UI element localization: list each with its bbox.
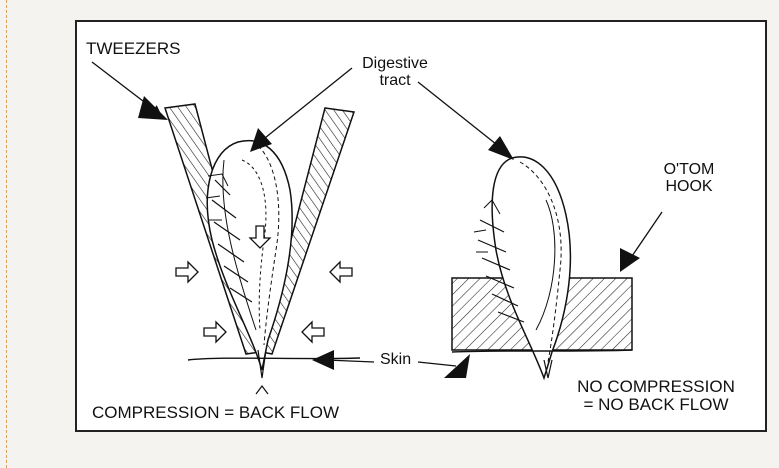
tick-left <box>205 140 293 371</box>
pointer-skin-left-head <box>312 350 334 370</box>
caption-no-compression-line2: = NO BACK FLOW <box>583 394 729 414</box>
arrow-left-icon <box>329 260 353 284</box>
pointer-digestive-right-head <box>488 136 514 160</box>
arrow-right-icon <box>203 320 227 344</box>
pointer-tweezers-head <box>138 96 168 120</box>
pointer-skin-right <box>417 361 457 367</box>
pointer-digestive-left-head <box>250 128 272 152</box>
pointer-otom <box>627 211 663 263</box>
label-digestive-line2: tract <box>379 71 411 89</box>
skin-line-right <box>451 349 633 353</box>
label-skin: Skin <box>380 351 412 368</box>
label-digestive-line1: Digestive <box>362 55 428 72</box>
label-tweezers: TWEEZERS <box>86 39 181 58</box>
pointer-digestive-left <box>259 67 353 143</box>
label-digestive-tract: Digestive tract <box>350 55 440 90</box>
caption-no-compression-line1: NO COMPRESSION <box>577 377 735 396</box>
pointer-skin-right-head <box>444 354 470 378</box>
diagram-panel <box>75 20 767 432</box>
label-otom-line2: HOOK <box>665 177 713 195</box>
pointer-digestive-right <box>417 81 507 153</box>
pointer-otom-head <box>620 248 640 272</box>
caption-compression: COMPRESSION = BACK FLOW <box>92 403 340 422</box>
backflow-caret <box>255 385 269 395</box>
caption-no-compression: NO COMPRESSION = NO BACK FLOW <box>566 378 746 414</box>
arrow-right-icon <box>175 260 199 284</box>
arrow-down-icon <box>248 225 272 249</box>
skin-line-left <box>187 357 361 361</box>
mouthparts-left <box>257 349 267 379</box>
arrow-left-icon <box>301 320 325 344</box>
compression-arrows <box>175 225 353 344</box>
label-otom-hook: O'TOM HOOK <box>652 161 726 196</box>
page-margin-strip <box>0 0 7 468</box>
label-otom-line1: O'TOM <box>663 161 715 178</box>
